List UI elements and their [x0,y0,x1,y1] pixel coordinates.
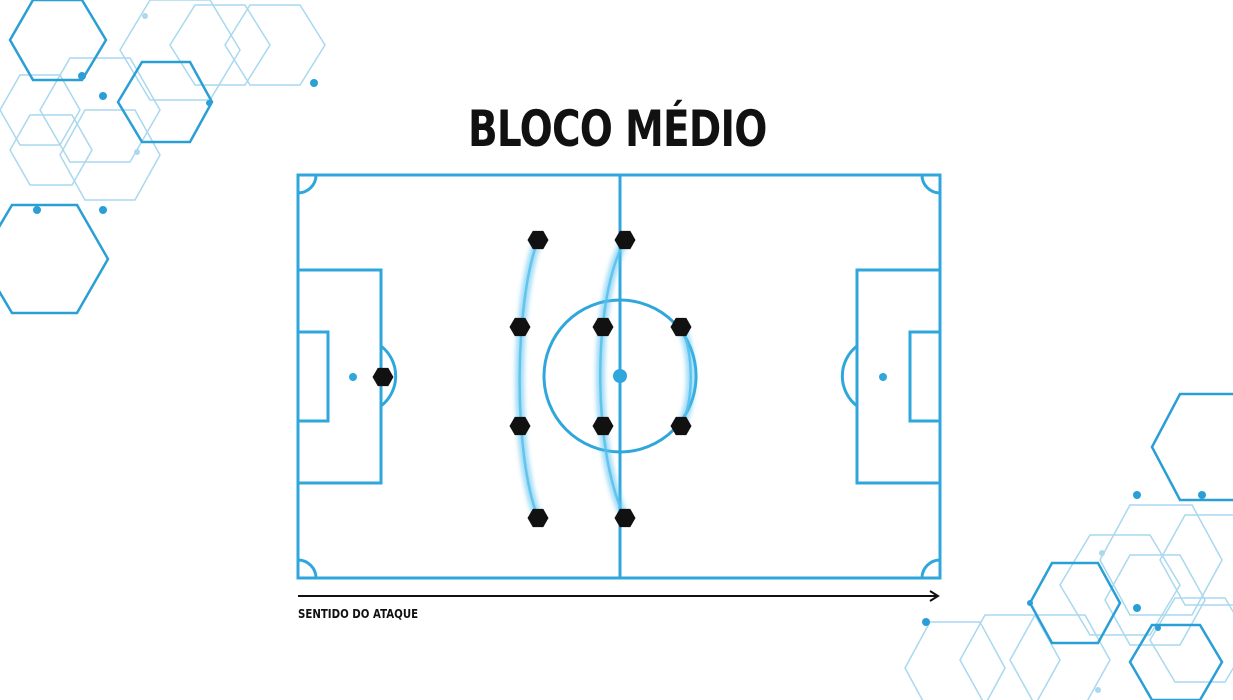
player-midfielder-7 [593,318,614,336]
player-midfielder-8 [593,417,614,435]
right-penalty-spot [879,373,887,381]
diagram-title: BLOCO MÉDIO [136,100,1098,158]
decor-hexagons-bottom-right [905,394,1233,700]
left-penalty-spot [349,373,357,381]
player-defender-3 [510,318,531,336]
attack-direction-arrow [298,591,938,601]
player-defender-2 [528,231,549,249]
corner-arc-bottom-left [298,560,316,578]
corner-arc-bottom-right [922,560,940,578]
left-penalty-area [298,270,381,483]
player-defender-5 [528,509,549,527]
player-defender-4 [510,417,531,435]
center-spot [613,369,627,383]
corner-arc-top-left [298,175,316,193]
left-goal-area [298,332,328,421]
player-goalkeeper-1 [373,368,394,386]
attack-direction-caption: SENTIDO DO ATAQUE [298,607,418,621]
right-penalty-area [857,270,940,483]
right-goal-area [910,332,940,421]
corner-arc-top-right [922,175,940,193]
right-penalty-arc [842,346,857,406]
